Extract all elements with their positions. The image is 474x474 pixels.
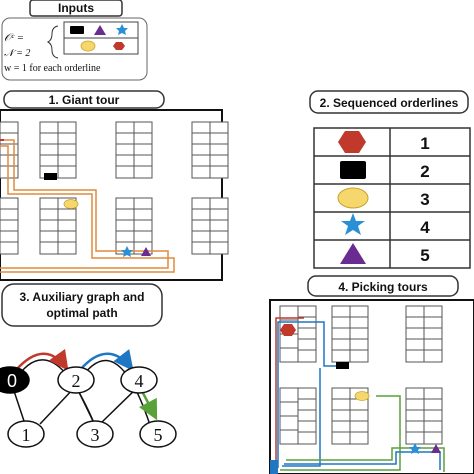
yellow-ellipse-icon: [337, 187, 369, 209]
picking-tour-green: [280, 395, 401, 471]
sequenced-panel: 2. Sequenced orderlines 1 2 3 4 5: [309, 90, 471, 269]
black-rectangle-icon: [340, 161, 366, 179]
pickers-def: 𝒩 = 2: [4, 48, 30, 59]
yellow-ellipse-icon: [63, 199, 79, 209]
sequence-table: [313, 127, 471, 269]
purple-triangle-icon: [141, 247, 151, 256]
picking-title-box: [307, 275, 459, 297]
graph-node-2-label: 2: [72, 371, 81, 391]
graph-node-5: [139, 420, 177, 448]
graph-node-4-label: 4: [135, 371, 144, 391]
picking-title: 4. Picking tours: [338, 280, 428, 294]
giant-tour-title: 1. Giant tour: [49, 93, 120, 107]
graph-node-4: [120, 366, 158, 394]
graph-node-5-label: 5: [154, 425, 163, 445]
picking-panel: 4. Picking tours: [269, 275, 474, 474]
giant-tour-frame: [0, 109, 223, 281]
red-hexagon-icon: [338, 131, 366, 153]
graph-node-0: [0, 366, 30, 394]
black-rectangle-icon: [336, 362, 349, 369]
auxiliary-title-line1: 3. Auxiliary graph and: [20, 290, 145, 304]
weight-def: w = 1 for each orderline: [4, 63, 101, 74]
blue-star-icon: [116, 24, 128, 35]
sequenced-title-box: [309, 90, 469, 114]
picking-tour-red: [275, 317, 304, 468]
sequence-number-3: 3: [420, 190, 429, 209]
auxiliary-panel: 3. Auxiliary graph and optimal path 0 2 …: [0, 283, 177, 448]
black-rectangle-icon: [70, 26, 84, 34]
blue-star-icon: [341, 213, 365, 235]
graph-node-2: [57, 366, 95, 394]
optimal-edge-4-5: [139, 392, 158, 421]
graph-node-0-label: 0: [7, 371, 17, 391]
sequence-number-1: 1: [420, 134, 429, 153]
purple-triangle-icon: [431, 444, 441, 453]
graph-node-3-label: 3: [91, 425, 100, 445]
purple-triangle-icon: [94, 25, 106, 35]
graph-node-3: [76, 420, 114, 448]
red-hexagon-icon: [113, 42, 125, 50]
giant-tour-route-return: [0, 145, 175, 273]
orderlines-def: 𝒪ᶜ =: [4, 32, 24, 44]
inputs-section: Inputs 𝒪ᶜ = 𝒩 = 2 w = 1 for each orderli…: [1, 0, 148, 81]
depot-marker: [270, 460, 278, 474]
sequence-number-2: 2: [420, 162, 429, 181]
giant-tour-title-box: [3, 90, 165, 109]
yellow-ellipse-icon: [80, 40, 96, 52]
optimal-edge-0-2: [15, 348, 69, 372]
brace-icon: [46, 25, 59, 59]
sequence-number-4: 4: [420, 218, 430, 237]
purple-triangle-icon: [340, 243, 366, 264]
inputs-title: Inputs: [58, 1, 94, 15]
giant-tour-route: [0, 139, 169, 269]
graph-node-1-label: 1: [22, 425, 31, 445]
orderline-group-2: [63, 37, 139, 55]
red-hexagon-icon: [280, 324, 296, 336]
giant-tour-panel: 1. Giant tour: [0, 90, 229, 281]
black-rectangle-icon: [44, 173, 57, 180]
blue-star-icon: [409, 443, 421, 454]
sequence-number-5: 5: [420, 246, 429, 265]
inputs-title-box: [29, 0, 123, 17]
sequenced-title: 2. Sequenced orderlines: [320, 96, 459, 110]
auxiliary-title-line2: optimal path: [46, 306, 117, 320]
blue-star-icon: [121, 246, 133, 257]
yellow-ellipse-icon: [354, 391, 370, 401]
optimal-edge-2-4: [79, 349, 134, 371]
picking-tour-blue: [277, 321, 346, 468]
auxiliary-title-box: [1, 283, 163, 327]
graph-node-1: [7, 420, 45, 448]
